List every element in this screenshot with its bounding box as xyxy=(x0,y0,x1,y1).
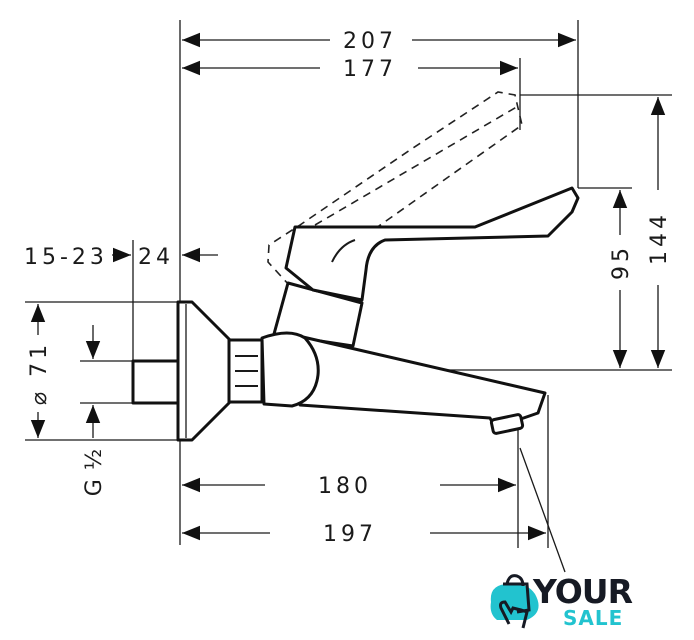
aerator xyxy=(489,413,525,435)
logo-text-sale: SALE xyxy=(563,606,624,630)
dimension-180: 180 xyxy=(182,474,516,499)
dimension-95: 95 xyxy=(609,190,634,368)
dimension-207: 207 xyxy=(182,29,576,54)
svg-text:24: 24 xyxy=(138,245,174,270)
wall-pipe xyxy=(131,359,180,405)
dimension-thread: G ½ xyxy=(82,325,107,496)
svg-text:15-23: 15-23 xyxy=(24,245,108,270)
yoursale-logo: YOUR SALE xyxy=(487,572,637,632)
mixer-body xyxy=(260,331,320,408)
logo-text-your: YOUR xyxy=(533,572,633,611)
faucet-body xyxy=(131,91,580,442)
lever-handle xyxy=(284,186,580,302)
svg-text:177: 177 xyxy=(343,57,397,82)
svg-text:197: 197 xyxy=(323,522,377,547)
spout xyxy=(288,332,547,430)
svg-text:G ½: G ½ xyxy=(82,448,107,496)
svg-text:144: 144 xyxy=(647,211,672,265)
dimension-diameter-71: ⌀ 71 xyxy=(27,304,52,438)
label-207: 207 xyxy=(343,29,397,54)
shopping-bag-hand-icon xyxy=(490,574,539,629)
dimension-144: 144 xyxy=(647,97,672,368)
svg-text:⌀ 71: ⌀ 71 xyxy=(27,341,52,405)
dimension-197: 197 xyxy=(182,522,546,547)
dimension-177: 177 xyxy=(182,57,518,82)
dimension-wall: 15-23 24 xyxy=(24,245,218,270)
svg-text:180: 180 xyxy=(318,474,372,499)
svg-text:95: 95 xyxy=(609,244,634,280)
